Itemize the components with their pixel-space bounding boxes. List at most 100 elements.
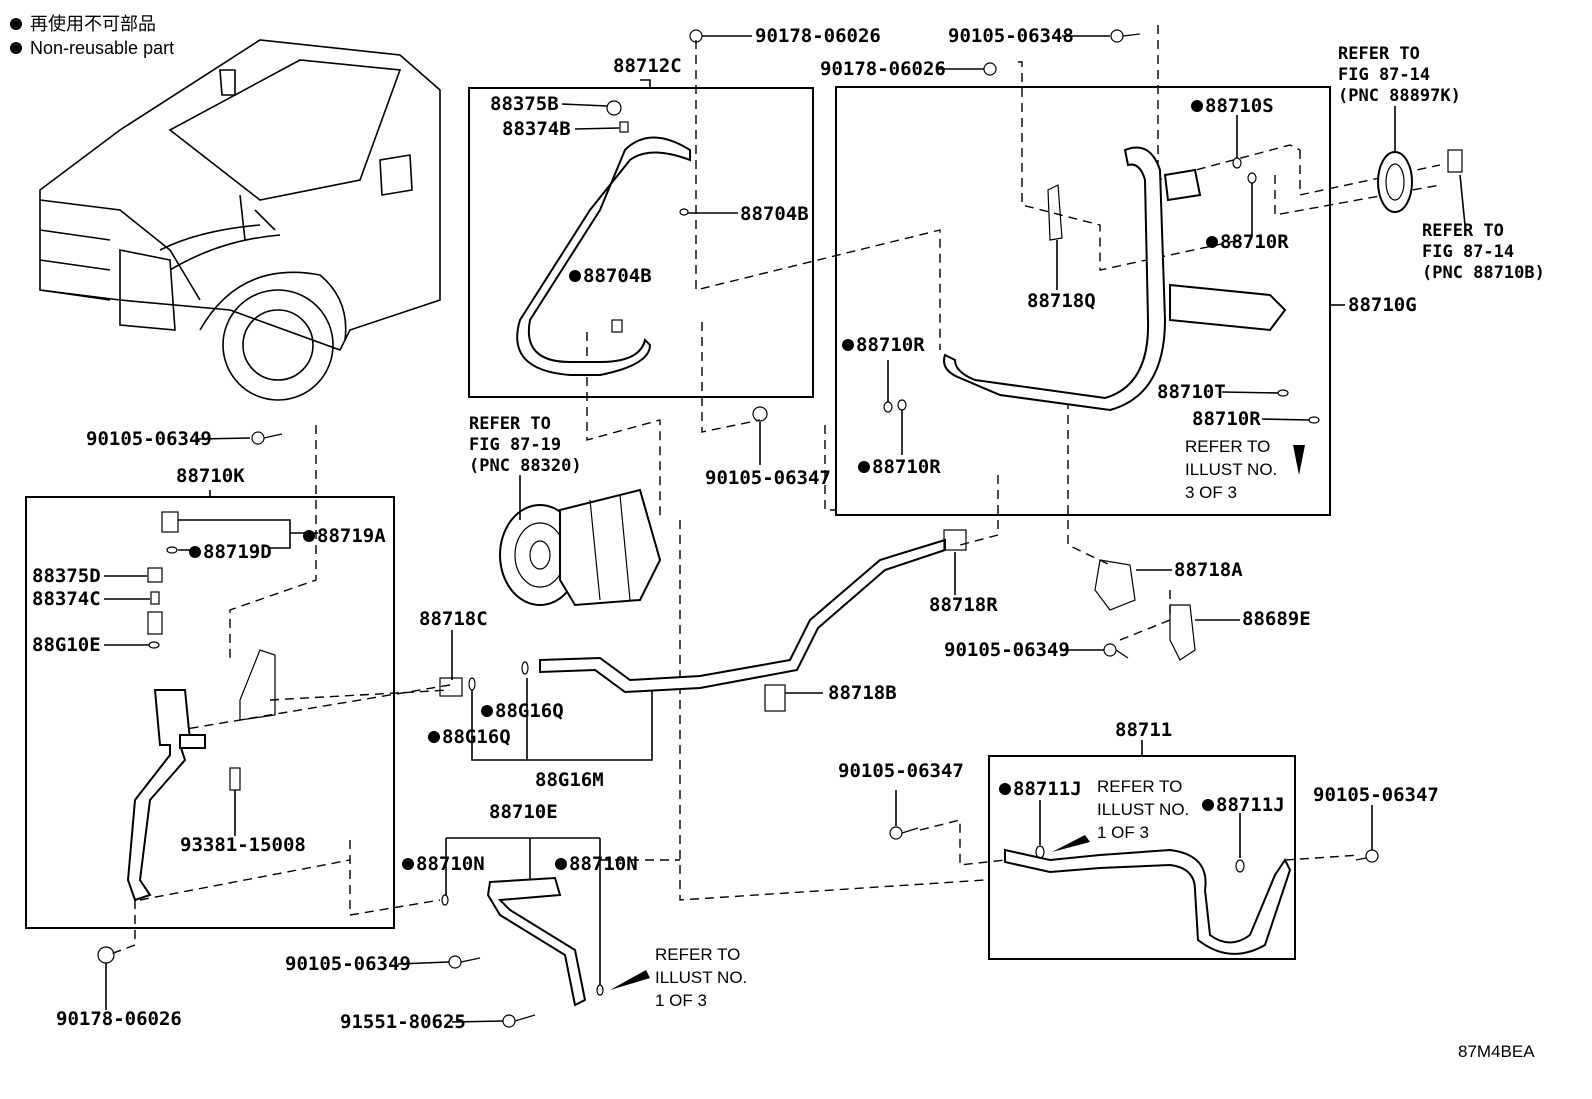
non-reusable-bullet-icon [1206,236,1218,248]
non-reusable-bullet-icon [999,783,1011,795]
label-88711: 88711 [1115,719,1172,741]
label-88718Q: 88718Q [1027,290,1096,312]
refer-fig-87-14-88710B: REFER TO FIG 87-14 (PNC 88710B) [1422,221,1545,283]
valve-core-88374B [619,121,629,133]
svg-text:REFER TO: REFER TO [469,414,551,434]
refer-illust-1-of-3-88711: REFER TO ILLUST NO. 1 OF 3 [1097,777,1189,842]
o-ring-88710R-b [883,401,893,413]
o-ring-88704B [679,208,689,216]
parts-geometry [97,29,1463,1028]
label-90105-06349: 90105-06349 [86,428,212,450]
svg-text:(PNC 88897K): (PNC 88897K) [1338,86,1461,106]
svg-text:REFER TO: REFER TO [655,945,740,964]
hose-group-88712C-box [468,87,814,398]
o-ring-88710N-b [596,984,604,996]
label-88375B: 88375B [490,93,559,115]
hose-88711 [1004,848,1292,955]
label-88G16Q: 88G16Q [442,726,511,748]
legend-line-2: Non-reusable part [30,38,174,58]
bracket-88689E [1169,604,1196,661]
label-88710G: 88710G [1348,294,1417,316]
label-90105-06348: 90105-06348 [948,25,1074,47]
leader-lines [104,35,1466,1023]
label-88374B: 88374B [502,118,571,140]
legend: 再使用不可部品 Non-reusable part [10,14,174,58]
non-reusable-bullet-icon [303,530,315,542]
label-90178-06026: 90178-06026 [755,25,881,47]
non-reusable-bullet-icon [1202,799,1214,811]
bracket-88710K [239,649,276,721]
svg-text:FIG 87-14: FIG 87-14 [1422,242,1514,262]
label-91551-80625: 91551-80625 [340,1011,466,1033]
non-reusable-bullet-icon [858,461,870,473]
o-ring-88710T [1277,389,1289,397]
o-ring-88704B-b [611,319,623,333]
non-reusable-bullet-icon [428,731,440,743]
label-88710E: 88710E [489,801,558,823]
svg-text:(PNC 88710B): (PNC 88710B) [1422,263,1545,283]
valve-88G10E [147,611,163,635]
tube-group-88710K-box [25,496,395,929]
label-90105-06347: 90105-06347 [1313,784,1439,806]
svg-text:REFER TO: REFER TO [1338,44,1420,64]
label-90105-06349: 90105-06349 [285,953,411,975]
label-88704B: 88704B [740,203,809,225]
non-reusable-bullet-icon [569,270,581,282]
non-reusable-bullet-icon [189,546,201,558]
discharge-tube-88710G [943,146,1167,412]
tube-88710K-end [179,734,206,749]
non-reusable-bullet-icon [481,705,493,717]
label-90105-06347: 90105-06347 [705,467,831,489]
label-88719A: 88719A [317,525,386,547]
vehicle-illustration [39,39,441,401]
tube-88710E [486,876,587,1007]
o-ring-88G16Q-b [521,661,529,675]
non-reusable-bullet-icon [10,18,22,30]
label-88689E: 88689E [1242,608,1311,630]
label-88718A: 88718A [1174,559,1243,581]
o-ring-88711J-b [1235,859,1245,873]
svg-text:(PNC 88320): (PNC 88320) [469,456,582,476]
svg-text:3 OF 3: 3 OF 3 [1185,483,1237,502]
label-88710N: 88710N [416,853,485,875]
non-reusable-bullet-icon [555,858,567,870]
clamp-88718A [1094,559,1136,611]
svg-text:FIG 87-14: FIG 87-14 [1338,65,1430,85]
label-88712C: 88712C [613,55,682,77]
label-88G16Q: 88G16Q [495,700,564,722]
o-ring-88G16Q-a [468,677,476,691]
arrow-down-icon [1293,445,1305,475]
label-90105-06347: 90105-06347 [838,760,964,782]
o-ring-88710N-a [441,894,449,906]
valve-core-88374C [150,591,160,605]
label-88G16M: 88G16M [535,769,604,791]
label-88711J: 88711J [1216,794,1285,816]
non-reusable-bullet-icon [10,42,22,54]
label-88710S: 88710S [1205,95,1274,117]
non-reusable-markers [189,100,1218,870]
refer-illust-3-of-3: REFER TO ILLUST NO. 3 OF 3 [1185,437,1277,502]
clamp-88718R [943,529,967,551]
label-93381-15008: 93381-15008 [180,834,306,856]
cap-88375D [147,567,163,583]
legend-line-1: 再使用不可部品 [30,14,156,34]
svg-text:ILLUST NO.: ILLUST NO. [1185,460,1277,479]
cap-88375B [606,100,622,116]
tube-88710K [126,689,192,902]
label-88718B: 88718B [828,682,897,704]
label-88374C: 88374C [32,588,101,610]
label-90105-06349: 90105-06349 [944,639,1070,661]
svg-text:1 OF 3: 1 OF 3 [655,991,707,1010]
o-ring-88719D [166,546,178,554]
label-88710T: 88710T [1157,381,1226,403]
non-reusable-bullet-icon [402,858,414,870]
reference-notes: REFER TO FIG 87-14 (PNC 88897K) REFER TO… [469,44,1545,1010]
tube-group-88710G-box [835,86,1331,516]
o-ring-88710R-d [1308,416,1320,424]
stud-93381-15008 [229,767,241,791]
svg-text:REFER TO: REFER TO [1185,437,1270,456]
o-ring-88G10E [148,641,160,649]
refer-fig-87-19-88320: REFER TO FIG 87-19 (PNC 88320) [469,414,582,476]
non-reusable-bullet-icon [842,339,854,351]
clamp-88718Q [1047,184,1063,241]
